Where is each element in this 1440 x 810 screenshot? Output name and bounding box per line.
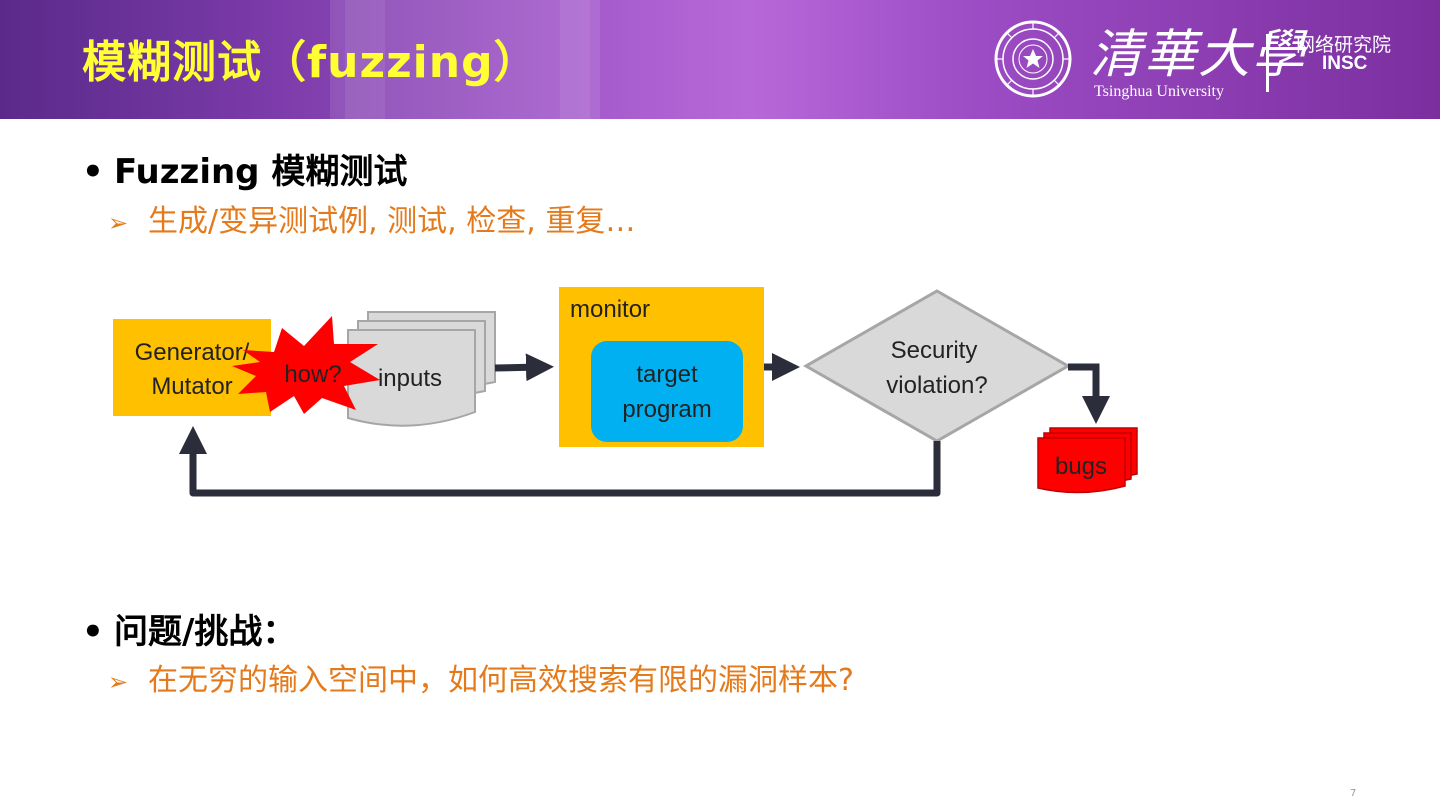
inputs-label: inputs: [378, 365, 442, 392]
sub-bullet-question: ➢在无穷的输入空间中，如何高效搜索有限的漏洞样本?: [108, 655, 854, 699]
arrow-feedback-loop: [193, 440, 937, 493]
bullet-dot: •: [82, 612, 114, 652]
monitor-box: monitor target program: [559, 287, 764, 447]
arrow-bullet-icon: ➢: [108, 668, 148, 696]
how-label: how?: [284, 361, 341, 388]
decision-label-line1: Security: [891, 337, 978, 364]
generator-label-line1: Generator/: [135, 339, 250, 366]
bugs-label: bugs: [1055, 453, 1107, 480]
page-number: 7: [1350, 788, 1356, 799]
target-program-box: [591, 341, 743, 442]
arrow-decision-to-bugs: [1068, 367, 1096, 410]
sub-bullet-text: 在无穷的输入空间中，如何高效搜索有限的漏洞样本?: [148, 663, 854, 698]
monitor-label: monitor: [570, 296, 650, 323]
bugs-document-stack: bugs: [1038, 428, 1137, 493]
target-label-line1: target: [636, 361, 698, 388]
bullet-text: 问题/挑战：: [114, 612, 296, 652]
target-label-line2: program: [622, 396, 711, 423]
decision-label-line2: violation?: [886, 372, 987, 399]
generator-label-line2: Mutator: [151, 373, 232, 400]
bullet-challenges: •问题/挑战：: [82, 604, 296, 653]
security-violation-decision: Security violation?: [806, 291, 1068, 441]
arrow-inputs-to-monitor: [495, 367, 540, 368]
inputs-document-stack: inputs: [348, 312, 495, 426]
